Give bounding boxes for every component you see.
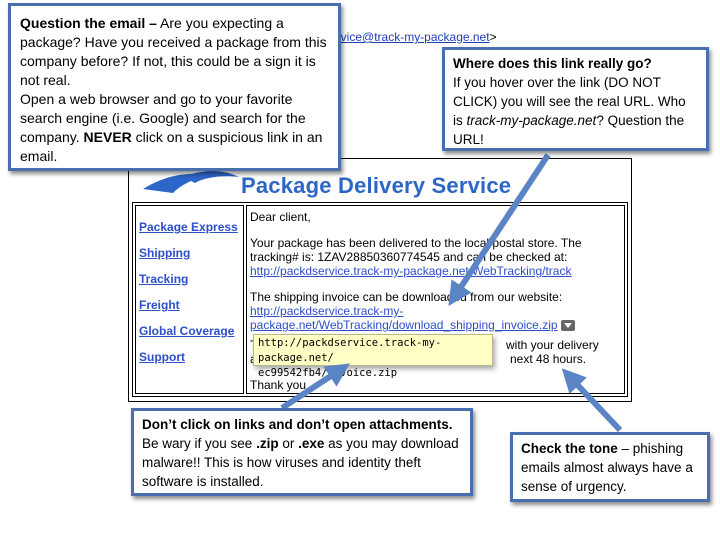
invoice-link-line-1[interactable]: http://packdservice.track-my- [250,304,404,318]
sender-line: ervice@track-my-package.net> [330,30,497,44]
arrow-to-attachment [280,363,351,411]
email-greeting: Dear client, [250,210,311,224]
sender-address-bracket: > [489,30,497,44]
email-delivered-line-1: Your package has been delivered to the l… [250,236,582,250]
callout-link-text-1: If you hover over the link (DO NOT CLICK… [453,75,686,128]
sender-address-link[interactable]: ervice@track-my-package.net [330,30,490,44]
nav-link-global-coverage[interactable]: Global Coverage [139,324,235,338]
nav-link-support[interactable]: Support [139,350,185,364]
callout-link-domain: track-my-package.net [466,113,597,128]
company-logo-wave [143,171,239,193]
email-urgency-end-2: next 48 hours. [510,352,587,366]
callout-attachments-text-1: Be wary if you see [142,436,257,451]
callout-exe-extension: .exe [298,436,325,451]
nav-link-freight[interactable]: Freight [139,298,180,312]
nav-link-package-express[interactable]: Package Express [139,220,238,234]
email-invoice-line: The shipping invoice can be downloaded f… [250,290,563,304]
callout-question-email-text-2: Open a web browser and go to your favori… [20,91,306,145]
callout-question-email-text-1: Are you expecting a package? Have you re… [20,15,327,88]
callout-link-destination: Where does this link really go? If you h… [442,47,709,151]
callout-attachments-text-2: as you may download malware!! This is ho… [142,436,459,489]
callout-link-text-2: ? Question the URL! [453,113,685,147]
callout-tone-heading: Check the tone [521,441,618,456]
callout-zip-extension: .zip [256,436,279,451]
callout-attachments-heading: Don’t click on links and don’t open atta… [142,417,453,432]
download-dropdown-icon[interactable] [560,320,575,332]
email-banner-title: Package Delivery Service [241,173,512,198]
tracking-link[interactable]: http://packdservice.track-my-package.net… [250,264,572,278]
callout-question-email-text-3: click on a suspicious link in an email. [20,129,323,164]
nav-link-tracking[interactable]: Tracking [139,272,189,286]
email-urgency-end-1: with your delivery [506,338,599,352]
callout-question-email: Question the email – Are you expecting a… [8,3,341,171]
email-nav: Package Express Shipping Tracking Freigh… [135,205,244,394]
email-delivered-line-2: tracking# is: 1ZAV28850360774545 and can… [250,250,568,264]
email-frame: Package Delivery Service Package Express… [128,158,632,402]
callout-question-email-heading: Question the email – [20,15,157,31]
callout-tone-text: – phishing emails almost always have a s… [521,441,693,494]
callout-attachments-or: or [278,436,299,451]
callout-attachments: Don’t click on links and don’t open atta… [131,408,473,496]
callout-never: NEVER [83,129,132,145]
invoice-link-line-2[interactable]: package.net/WebTracking/download_shippin… [250,318,558,332]
email-signoff: Thank you [250,378,307,392]
arrow-to-urgency [561,368,623,433]
callout-check-tone: Check the tone – phishing emails almost … [510,432,710,502]
callout-link-heading: Where does this link really go? [453,56,652,71]
tooltip-url-line-1: http://packdservice.track-my-package.net… [258,337,442,364]
email-content-table: Package Express Shipping Tracking Freigh… [132,202,628,397]
email-body: Dear client, Your package has been deliv… [246,205,625,394]
arrow-to-invoice-link [448,153,551,307]
nav-link-shipping[interactable]: Shipping [139,246,191,260]
link-hover-tooltip: http://packdservice.track-my-package.net… [253,334,493,379]
